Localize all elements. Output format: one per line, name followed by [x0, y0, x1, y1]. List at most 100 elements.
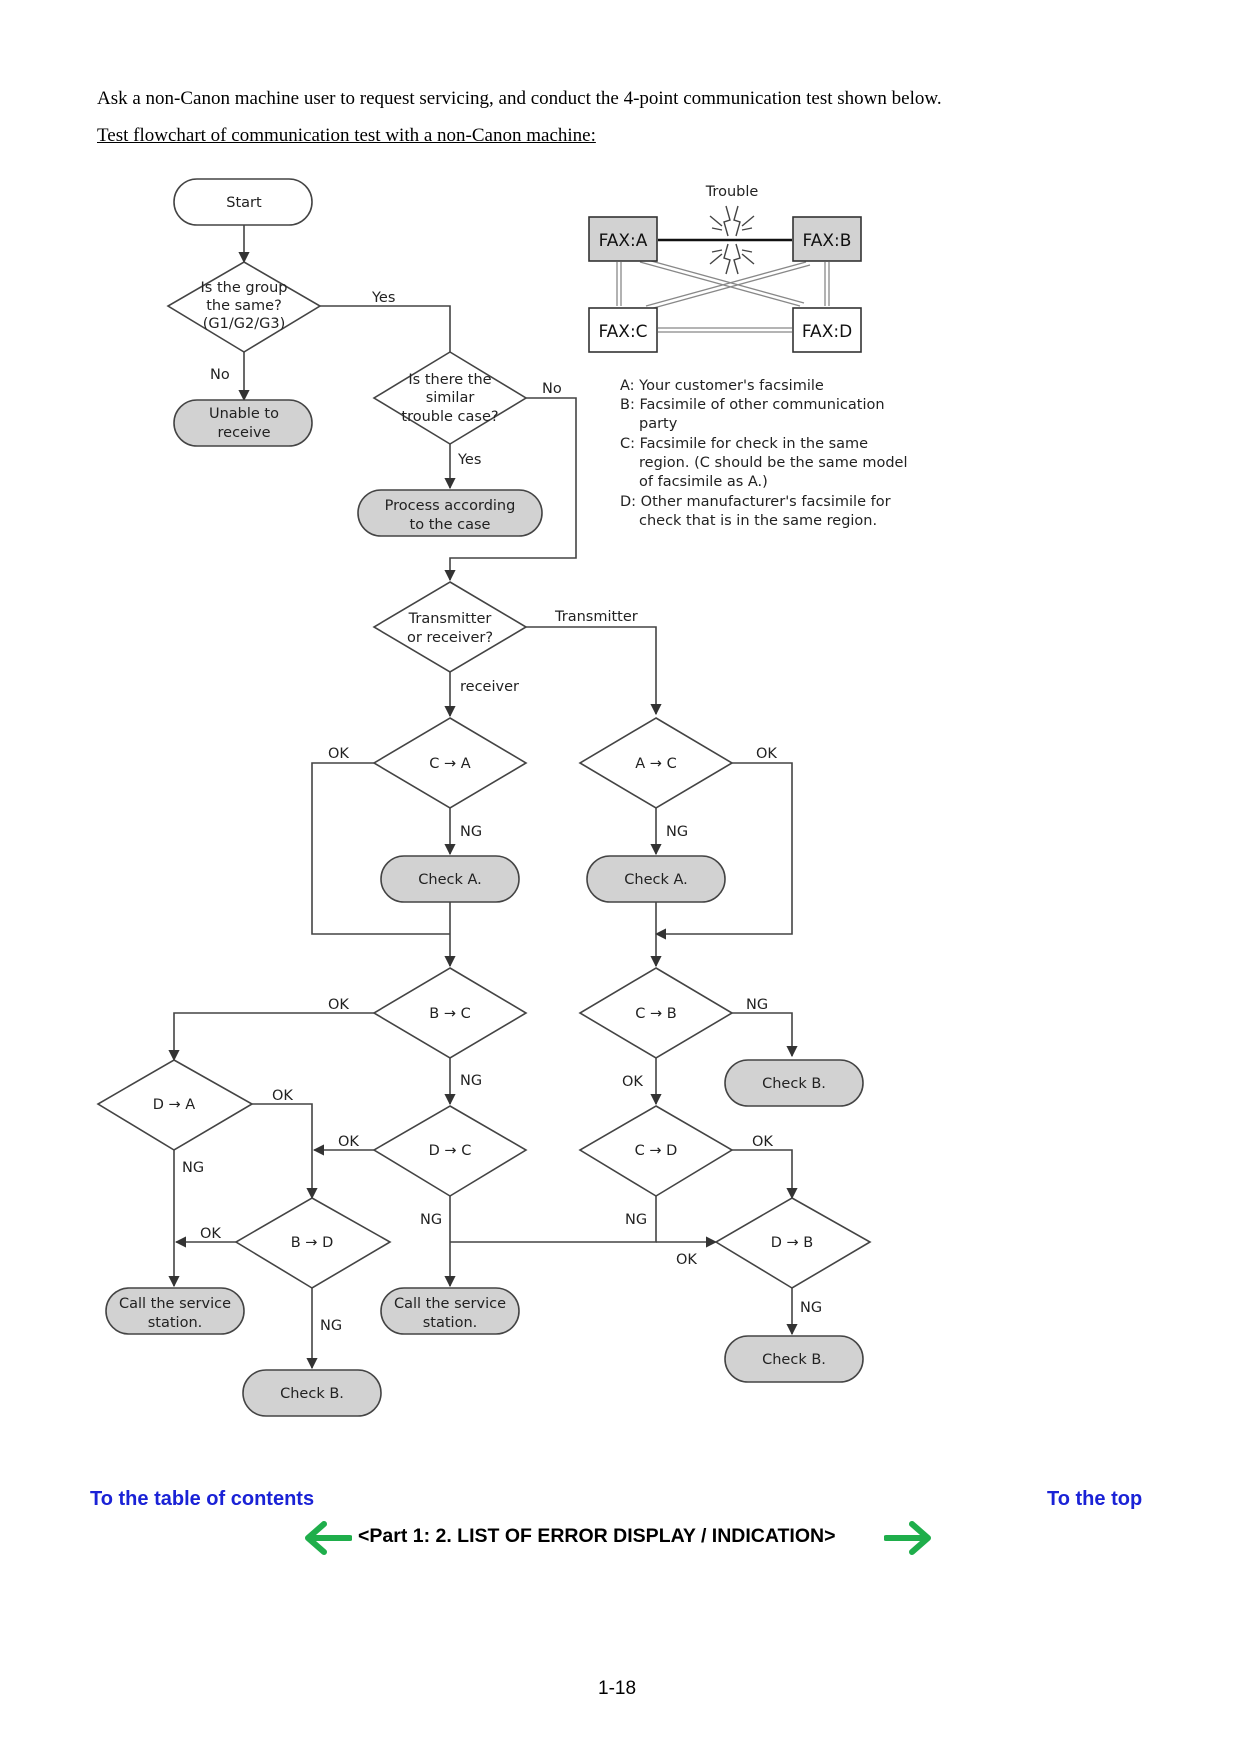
fax-b-label: FAX:B [803, 231, 852, 251]
svg-text:Process according: Process according [385, 498, 516, 514]
svg-text:Is the group: Is the group [201, 280, 288, 296]
decision-c-to-d: C → D [578, 1105, 734, 1197]
ok-label: OK [272, 1088, 293, 1104]
legend-line: D: Other manufacturer's facsimile for [620, 494, 891, 510]
check-b-node-bottom: Check B. [242, 1369, 382, 1417]
svg-text:C → D: C → D [635, 1143, 678, 1159]
svg-text:C → B: C → B [635, 1006, 676, 1022]
svg-text:Start: Start [226, 195, 262, 211]
intro-text: Ask a non-Canon machine user to request … [97, 88, 942, 109]
ok-label: OK [622, 1074, 643, 1090]
yes-label: Yes [371, 290, 395, 306]
ng-label: NG [666, 824, 688, 840]
ok-label: OK [328, 746, 349, 762]
no-label: No [210, 367, 230, 383]
svg-text:Check A.: Check A. [624, 872, 688, 888]
svg-text:C → A: C → A [429, 756, 470, 772]
fax-d-label: FAX:D [802, 322, 852, 342]
svg-text:D → C: D → C [429, 1143, 472, 1159]
ok-label: OK [328, 997, 349, 1013]
fax-network-diagram: Trouble [588, 184, 862, 353]
legend-line: region. (C should be the same model [639, 455, 908, 471]
fax-a-label: FAX:A [599, 231, 648, 251]
svg-text:the same?: the same? [206, 298, 282, 314]
decision-b-to-c: B → C [372, 967, 528, 1059]
svg-text:Check B.: Check B. [762, 1352, 826, 1368]
decision-b-to-d: B → D [234, 1197, 392, 1289]
ng-label: NG [460, 824, 482, 840]
svg-text:Call the service: Call the service [394, 1296, 506, 1312]
legend-line: A: Your customer's facsimile [620, 378, 824, 394]
ok-label: OK [752, 1134, 773, 1150]
ok-label: OK [676, 1252, 697, 1268]
svg-text:Transmitter: Transmitter [408, 611, 492, 627]
svg-text:B → C: B → C [429, 1006, 470, 1022]
to-top-link[interactable]: To the top [1047, 1488, 1143, 1510]
ng-label: NG [746, 997, 768, 1013]
decision-similar-trouble: Is there the similar trouble case? [372, 351, 528, 445]
check-b-node-lower: Check B. [724, 1335, 864, 1383]
legend-line: of facsimile as A.) [639, 474, 768, 490]
ok-label: OK [200, 1226, 221, 1242]
no-label: No [542, 381, 562, 397]
section-link[interactable]: <Part 1: 2. LIST OF ERROR DISPLAY / INDI… [358, 1525, 836, 1547]
start-node: Start [173, 178, 313, 226]
process-according-node: Process according to the case [357, 489, 543, 537]
ng-label: NG [320, 1318, 342, 1334]
yes-label: Yes [457, 452, 481, 468]
svg-text:(G1/G2/G3): (G1/G2/G3) [203, 316, 285, 332]
previous-arrow-icon[interactable] [302, 1520, 352, 1556]
ok-label: OK [756, 746, 777, 762]
svg-text:trouble case?: trouble case? [401, 409, 498, 425]
svg-text:Is there the: Is there the [408, 372, 491, 388]
svg-text:station.: station. [423, 1315, 478, 1331]
check-b-node-upper: Check B. [724, 1059, 864, 1107]
ng-label: NG [182, 1160, 204, 1176]
decision-c-to-b: C → B [578, 967, 734, 1059]
svg-text:receive: receive [218, 425, 271, 441]
lightning-icon [709, 205, 755, 275]
decision-d-to-a: D → A [96, 1059, 254, 1151]
legend-line: C: Facsimile for check in the same [620, 436, 868, 452]
receiver-label: receiver [460, 679, 519, 695]
decision-d-to-b: D → B [714, 1197, 872, 1289]
check-a-node-left: Check A. [380, 855, 520, 903]
svg-text:A → C: A → C [635, 756, 676, 772]
svg-text:Unable to: Unable to [209, 406, 279, 422]
flow-connectors [168, 225, 798, 1370]
svg-text:or receiver?: or receiver? [407, 630, 493, 646]
transmitter-label: Transmitter [554, 609, 638, 625]
fax-legend: A: Your customer's facsimile B: Facsimil… [620, 378, 908, 529]
ng-label: NG [420, 1212, 442, 1228]
table-of-contents-link[interactable]: To the table of contents [90, 1488, 315, 1510]
svg-text:B → D: B → D [291, 1235, 333, 1251]
unable-to-receive-node: Unable to receive [173, 399, 313, 447]
call-service-node-center: Call the service station. [380, 1287, 520, 1335]
ok-label: OK [338, 1134, 359, 1150]
decision-group-same: Is the group the same? (G1/G2/G3) [166, 261, 322, 353]
ng-label: NG [800, 1300, 822, 1316]
decision-c-to-a: C → A [372, 717, 528, 809]
svg-text:Check A.: Check A. [418, 872, 482, 888]
svg-text:similar: similar [426, 390, 475, 406]
decision-transmitter-receiver: Transmitter or receiver? [372, 581, 528, 673]
ng-label: NG [460, 1073, 482, 1089]
svg-text:D → A: D → A [153, 1097, 196, 1113]
svg-text:station.: station. [148, 1315, 203, 1331]
fax-c-label: FAX:C [598, 322, 647, 342]
next-arrow-icon[interactable] [884, 1520, 934, 1556]
section-navigation: <Part 1: 2. LIST OF ERROR DISPLAY / INDI… [302, 1518, 936, 1558]
svg-text:Check B.: Check B. [762, 1076, 826, 1092]
svg-text:to the case: to the case [410, 517, 491, 533]
decision-a-to-c: A → C [578, 717, 734, 809]
legend-line: party [639, 416, 678, 432]
communication-test-flowchart: Start Is the group the same? (G1/G2/G3) … [96, 178, 908, 1417]
svg-text:D → B: D → B [771, 1235, 813, 1251]
call-service-node-left: Call the service station. [105, 1287, 245, 1335]
svg-text:Call the service: Call the service [119, 1296, 231, 1312]
check-a-node-right: Check A. [586, 855, 726, 903]
legend-line: B: Facsimile of other communication [620, 397, 885, 413]
ng-label: NG [625, 1212, 647, 1228]
decision-d-to-c: D → C [372, 1105, 528, 1197]
trouble-label: Trouble [705, 184, 759, 200]
